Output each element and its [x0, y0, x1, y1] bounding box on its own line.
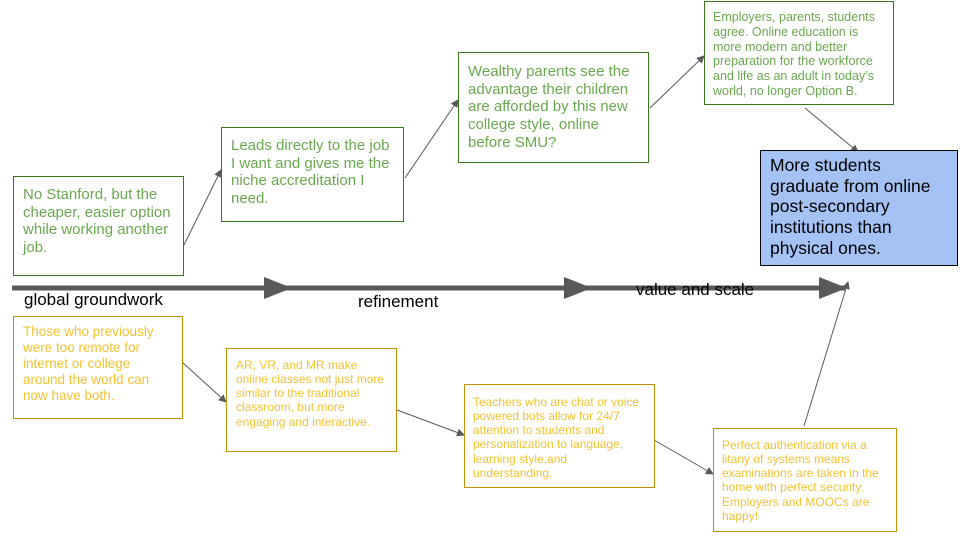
connector-top-2-3: [404, 99, 459, 179]
connector-top-4-goal: [804, 107, 859, 153]
timeline-label-value-and-scale: value and scale: [636, 280, 755, 299]
bottom-box-2: AR, VR, and MR make online classes not j…: [226, 348, 397, 452]
connector-bottom-4-goal: [803, 281, 850, 427]
bottom-box-1: Those who previously were too remote for…: [13, 316, 183, 419]
connector-top-3-4: [649, 55, 705, 109]
bottom-box-3: Teachers who are chat or voice powered b…: [464, 384, 655, 488]
connector-bottom-2-3: [396, 409, 465, 437]
timeline-label-groundwork: global groundwork: [24, 290, 163, 309]
connector-bottom-1-2: [181, 361, 227, 403]
top-box-2: Leads directly to the job I want and giv…: [221, 127, 404, 222]
top-box-1: No Stanford, but the cheaper, easier opt…: [13, 176, 184, 276]
timeline-label-refinement: refinement: [358, 292, 439, 311]
goal-box: More students graduate from online post-…: [760, 150, 958, 266]
bottom-box-4: Perfect authentication via a litany of s…: [713, 428, 897, 532]
top-box-3: Wealthy parents see the advantage their …: [458, 52, 649, 163]
connector-top-1-2: [183, 169, 222, 246]
connector-bottom-3-4: [653, 439, 714, 475]
top-box-4: Employers, parents, students agree. Onli…: [704, 1, 894, 105]
